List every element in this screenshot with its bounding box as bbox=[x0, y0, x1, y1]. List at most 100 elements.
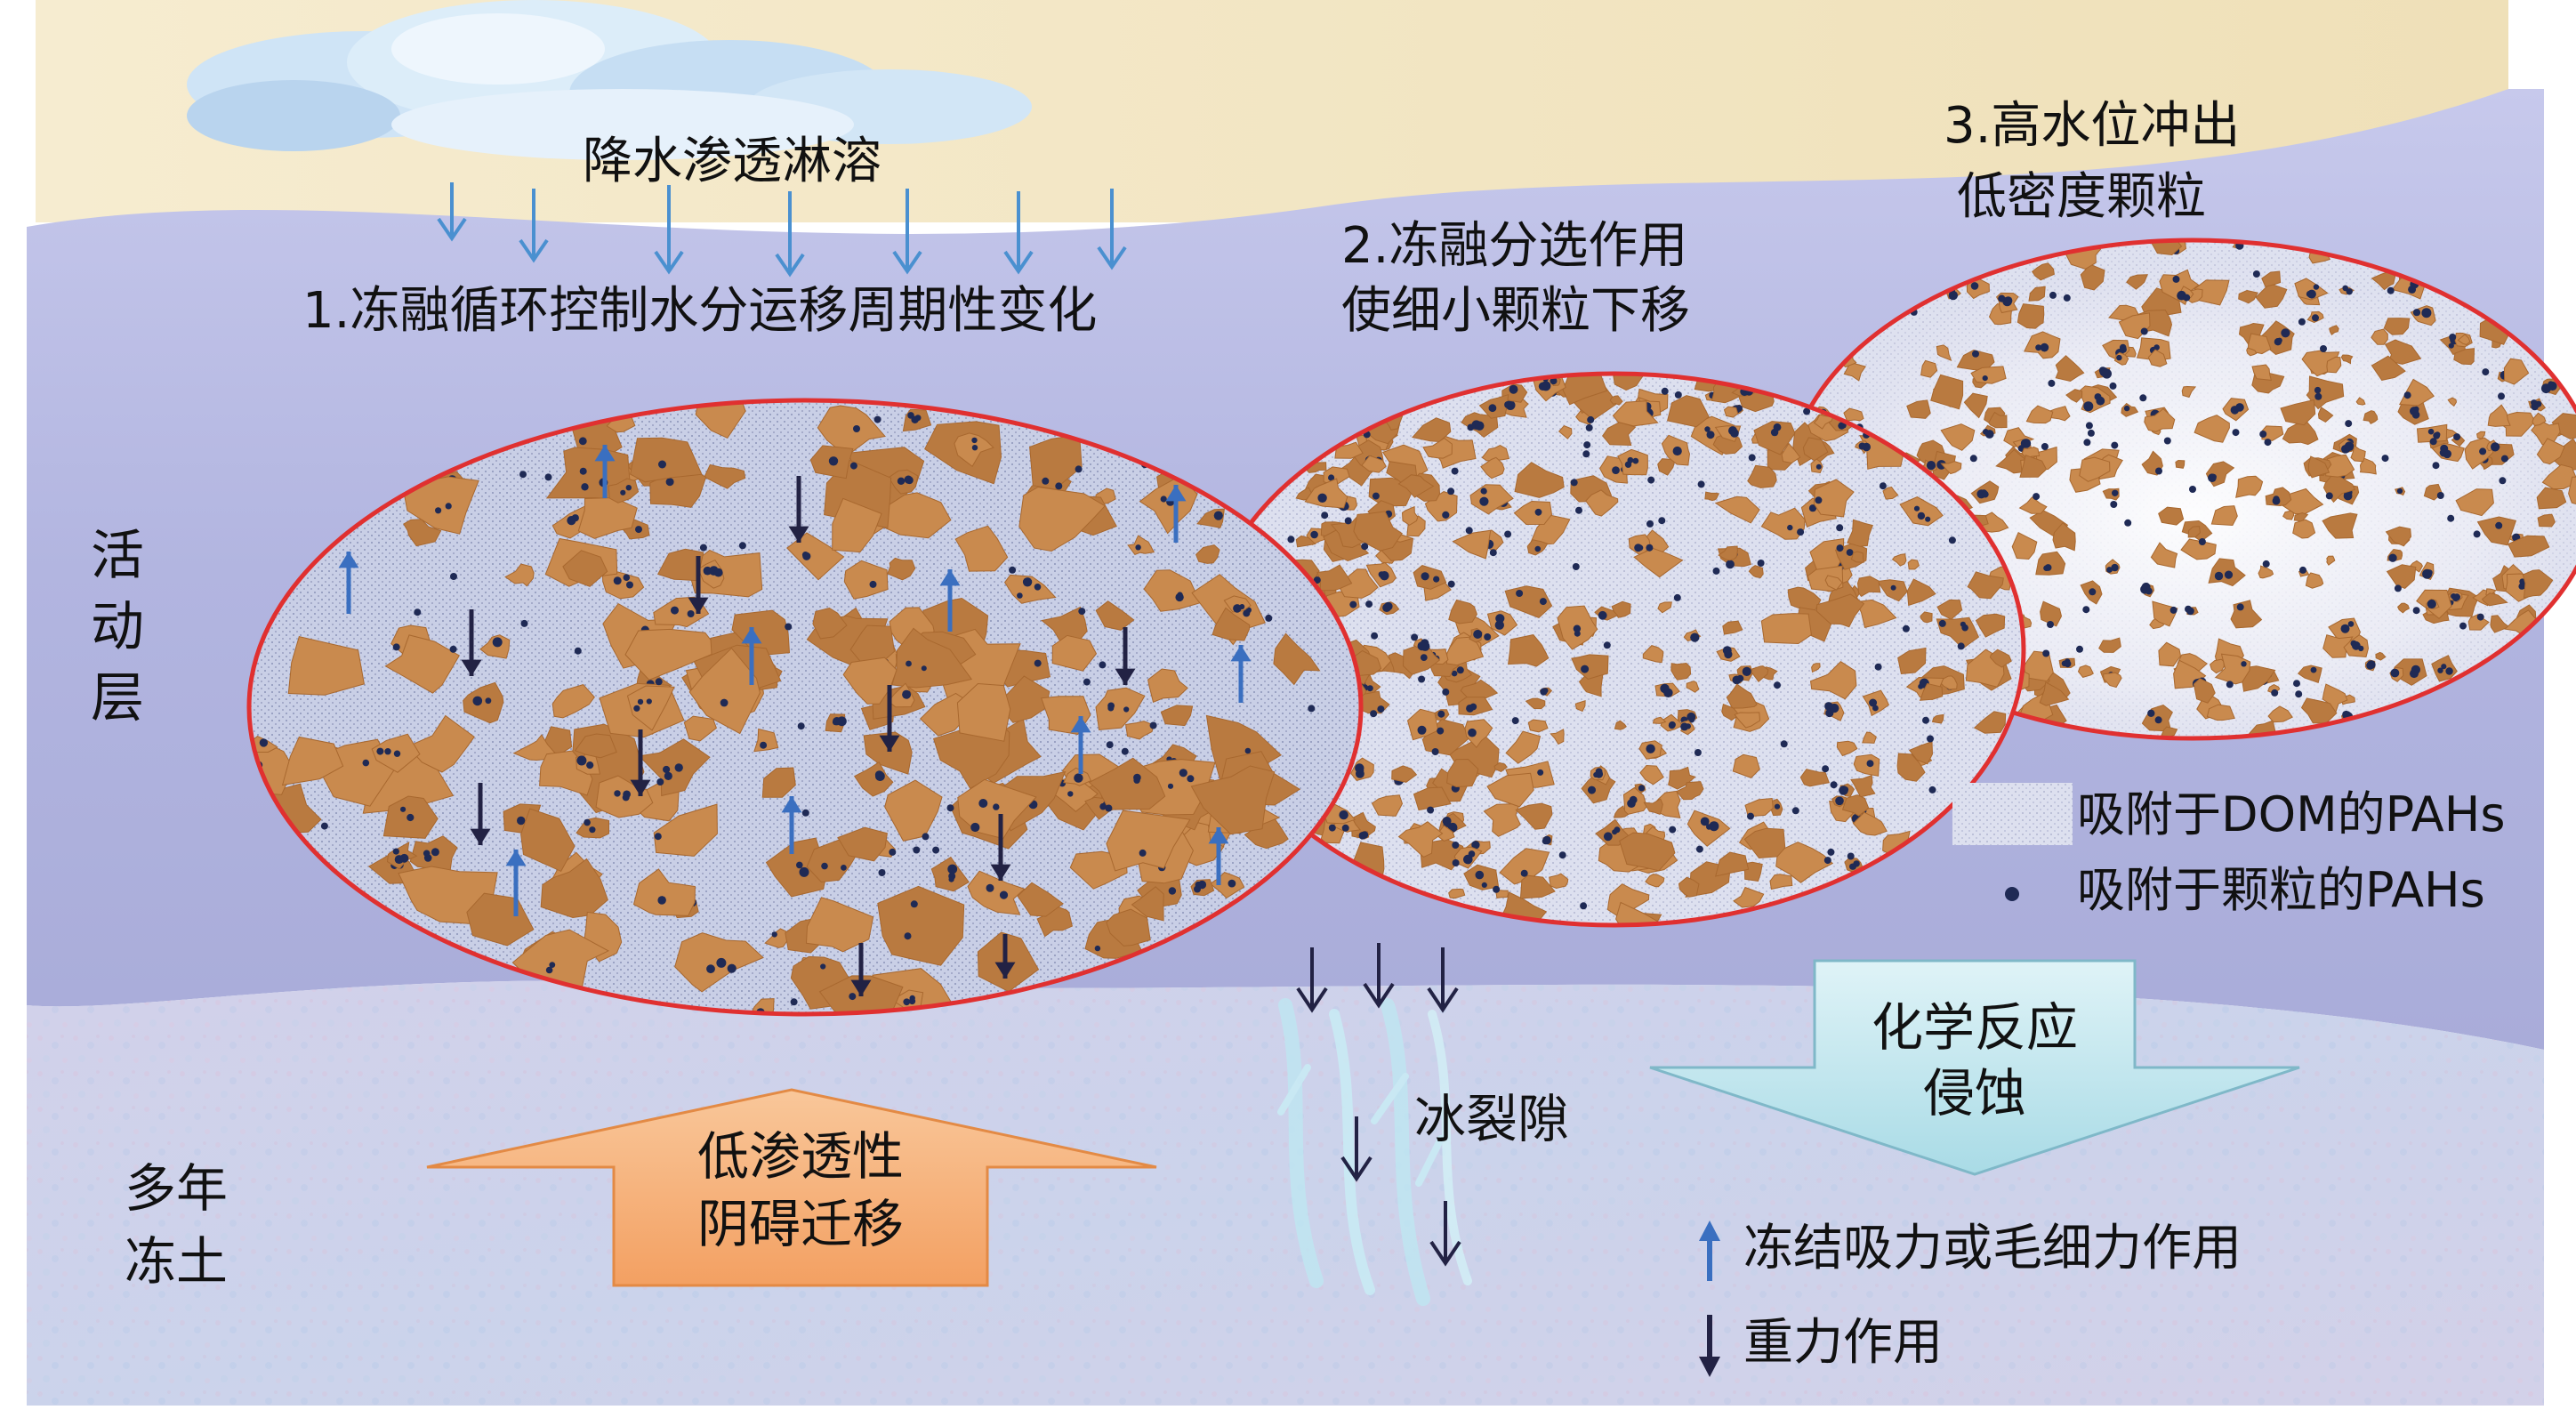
pah-dot bbox=[2094, 393, 2102, 401]
pah-dot bbox=[910, 900, 918, 908]
soil-particle bbox=[2532, 412, 2547, 426]
soil-particle bbox=[1973, 711, 2007, 734]
pah-dot bbox=[2441, 664, 2447, 670]
soil-particle bbox=[463, 681, 504, 724]
soil-particle bbox=[2522, 569, 2554, 599]
soil-particle bbox=[1609, 395, 1623, 406]
pah-dot bbox=[727, 963, 737, 973]
soil-particle bbox=[2326, 555, 2336, 566]
soil-particle bbox=[1751, 665, 1769, 683]
soil-particle bbox=[1811, 663, 1821, 673]
pah-dot bbox=[703, 566, 712, 576]
crack-gravity-arrow-head bbox=[1363, 982, 1395, 1009]
pah-dot bbox=[1481, 488, 1487, 495]
soil-particle bbox=[1666, 395, 1710, 428]
soil-particle bbox=[1558, 425, 1573, 439]
soil-particle bbox=[1747, 464, 1777, 488]
legend-up-arrow-label: 冻结吸力或毛细力作用 bbox=[1743, 1220, 2242, 1277]
pah-dot bbox=[376, 747, 384, 755]
pah-dot bbox=[1420, 654, 1428, 661]
pah-dot bbox=[2271, 689, 2279, 697]
capillary-arrow-head bbox=[939, 569, 961, 586]
pah-dot bbox=[1105, 804, 1113, 812]
soil-particle bbox=[1714, 495, 1760, 524]
soil-particle bbox=[653, 803, 718, 857]
soil-particle bbox=[2065, 389, 2083, 403]
soil-particle bbox=[1847, 519, 1873, 547]
soil-particle bbox=[402, 476, 479, 535]
pah-dot bbox=[2264, 439, 2272, 447]
soil-particle bbox=[1891, 553, 1907, 567]
soil-particle bbox=[656, 548, 704, 582]
pah-dot bbox=[2439, 448, 2448, 457]
pah-dot bbox=[849, 462, 857, 470]
pah-dot bbox=[2064, 660, 2072, 668]
pah-dot bbox=[904, 932, 912, 940]
pah-dot bbox=[1815, 463, 1822, 470]
pah-dot bbox=[1475, 870, 1485, 880]
soil-particle bbox=[2011, 532, 2038, 560]
pah-dot bbox=[2427, 599, 2436, 609]
pah-dot bbox=[1637, 544, 1644, 552]
pah-dot bbox=[1830, 781, 1838, 789]
pah-dot bbox=[384, 748, 391, 755]
soil-particle bbox=[2355, 397, 2366, 406]
pah-dot bbox=[1948, 536, 1956, 544]
pah-dot bbox=[2314, 392, 2322, 400]
pah-dot bbox=[1647, 476, 1655, 484]
rain-arrow-head bbox=[892, 250, 922, 275]
pah-dot bbox=[970, 822, 980, 833]
pah-dot bbox=[2235, 403, 2244, 412]
capillary-arrow-head bbox=[594, 445, 616, 462]
soil-particle bbox=[384, 634, 460, 694]
pah-dot bbox=[2085, 422, 2093, 430]
precip-label: 降水渗透淋溶 bbox=[583, 133, 881, 190]
pah-dot bbox=[2035, 344, 2042, 351]
pah-dot bbox=[1287, 536, 1295, 544]
soil-particle bbox=[2322, 512, 2358, 539]
soil-particle bbox=[1131, 886, 1164, 922]
pah-dot bbox=[2345, 420, 2353, 428]
pah-dot bbox=[1726, 560, 1735, 569]
pah-dot bbox=[1706, 824, 1712, 830]
soil-particle bbox=[954, 525, 1009, 572]
soil-particle bbox=[2340, 354, 2354, 365]
soil-particle bbox=[1614, 720, 1627, 730]
pah-dot bbox=[1706, 431, 1715, 439]
soil-particle bbox=[761, 767, 796, 798]
pah-dot bbox=[2140, 327, 2148, 335]
pah-dot bbox=[1539, 598, 1547, 606]
pah-dot bbox=[567, 516, 576, 526]
pah-dot bbox=[2262, 560, 2270, 568]
pah-dot bbox=[1927, 735, 1934, 743]
soil-particle bbox=[1652, 716, 1667, 724]
pah-dot bbox=[801, 809, 809, 817]
chemical-erosion-arrow bbox=[1649, 959, 2300, 1176]
pah-dot bbox=[1479, 496, 1489, 506]
pah-dot bbox=[450, 573, 457, 580]
soil-particle bbox=[287, 636, 365, 696]
soil-particle bbox=[2317, 407, 2334, 423]
gravity-arrow-head bbox=[470, 828, 491, 845]
pah-dot bbox=[2183, 294, 2191, 302]
soil-particle bbox=[1862, 731, 1877, 744]
soil-particle bbox=[2251, 364, 2272, 381]
pah-dot bbox=[1815, 496, 1823, 504]
soil-particle bbox=[1940, 423, 1976, 451]
soil-particle bbox=[1550, 729, 1565, 745]
pah-dot bbox=[1213, 511, 1223, 520]
pah-dot bbox=[1361, 543, 1369, 551]
pah-dot bbox=[1736, 674, 1744, 682]
pah-dot bbox=[589, 826, 596, 834]
soil-particle bbox=[2194, 279, 2230, 306]
pah-dot bbox=[2082, 606, 2090, 614]
soil-particle bbox=[956, 682, 1011, 742]
pah-dot bbox=[1160, 495, 1167, 503]
pah-dot bbox=[613, 576, 622, 585]
pah-dot bbox=[545, 966, 553, 974]
pah-dot bbox=[706, 964, 715, 974]
pah-dot bbox=[1858, 442, 1866, 450]
pah-dot bbox=[1034, 584, 1042, 591]
soil-particle bbox=[1936, 616, 1980, 649]
